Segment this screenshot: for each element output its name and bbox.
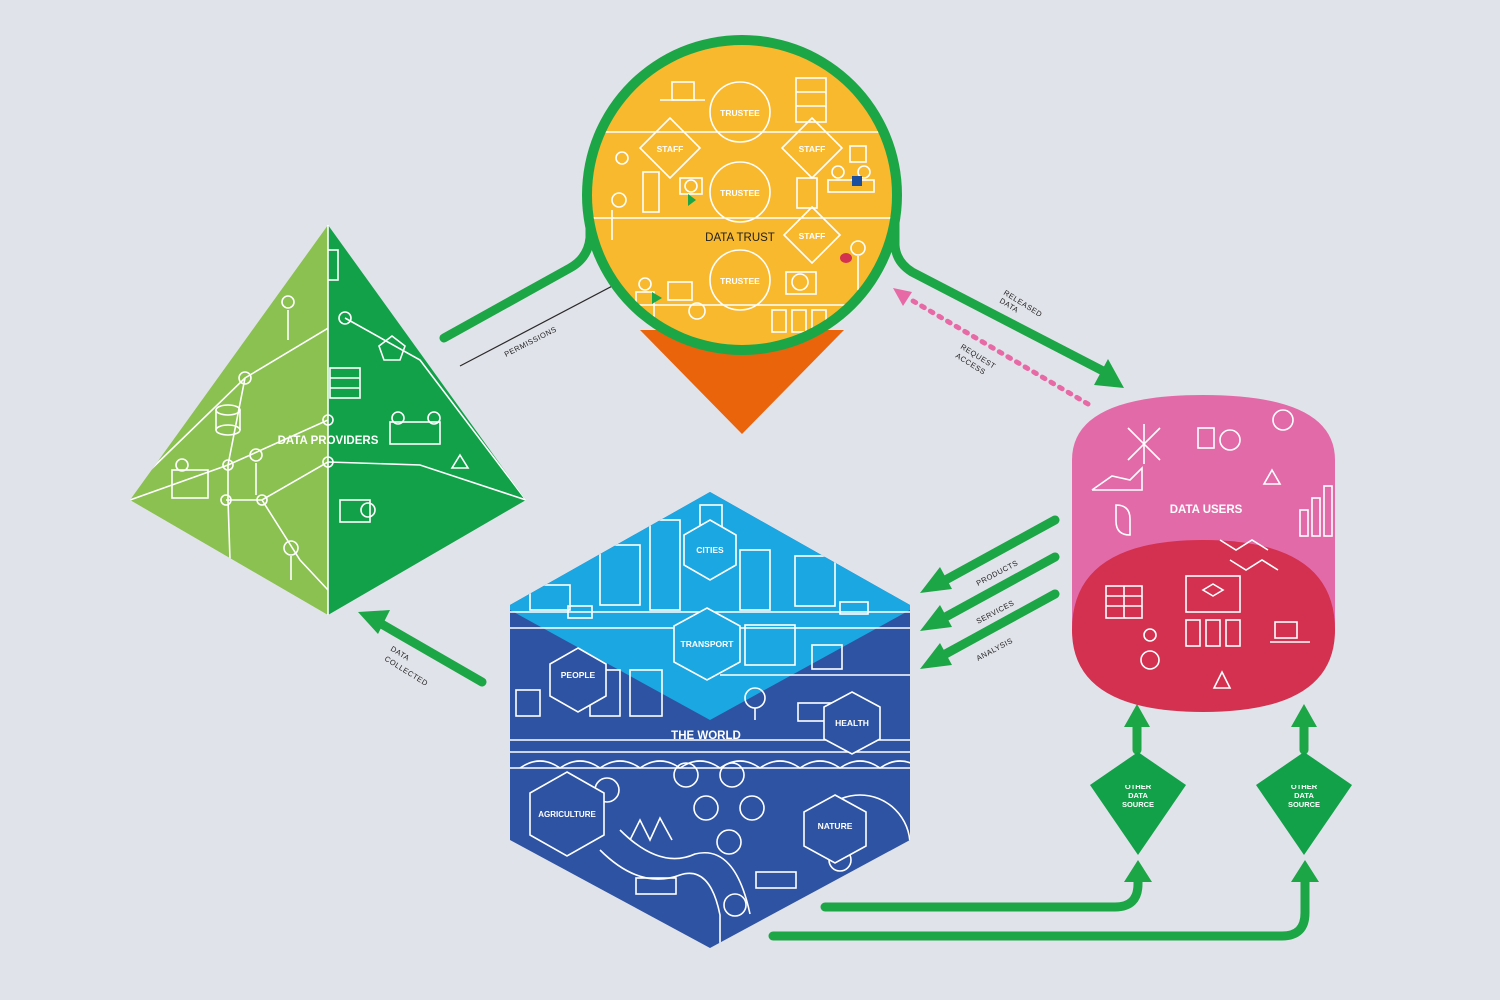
users-illustration	[1091, 409, 1333, 689]
providers-network-illustration	[130, 225, 526, 615]
request-access-arrow	[893, 288, 1091, 407]
providers-left-face	[130, 225, 328, 615]
the-world-title: THE WORLD	[671, 730, 741, 742]
source-2-line1: OTHER	[1291, 782, 1318, 791]
world-to-source-1-arrowhead	[1124, 860, 1152, 882]
staff-label-2: STAFF	[799, 144, 826, 154]
world-city-illustration	[510, 492, 910, 948]
analysis-arrow	[935, 589, 1060, 662]
products-arrowhead	[920, 567, 952, 593]
nature-label: NATURE	[818, 821, 853, 831]
source-1-line1: OTHER	[1125, 782, 1152, 791]
flow-arrowheads	[358, 359, 1319, 882]
other-data-source-2[interactable]: OTHER DATA SOURCE	[1256, 782, 1352, 855]
data-trust-title: DATA TRUST	[705, 232, 775, 244]
cities-hexagon[interactable]	[683, 519, 737, 581]
source-2-line3: SOURCE	[1288, 800, 1320, 809]
source-2-line2: DATA	[1294, 791, 1314, 800]
world-to-source-2-arrowhead	[1291, 860, 1319, 882]
health-label: HEALTH	[835, 718, 869, 728]
nature-hexagon[interactable]	[803, 794, 867, 864]
people-label: PEOPLE	[561, 670, 596, 680]
world-to-source-2-arrow	[768, 873, 1310, 941]
data-users[interactable]: DATA USERS	[1072, 395, 1335, 712]
source-1-line3: SOURCE	[1122, 800, 1154, 809]
services-arrowhead	[920, 605, 952, 631]
analysis-label: ANALYSIS	[975, 636, 1015, 663]
analysis-arrowhead	[920, 643, 952, 669]
services-arrow	[935, 552, 1060, 625]
flow-arrows	[373, 205, 1310, 941]
category-hexagons	[529, 519, 881, 864]
source-2-diamond	[1256, 785, 1352, 855]
trustee-label-2: TRUSTEE	[720, 188, 760, 198]
transport-label: TRANSPORT	[681, 639, 735, 649]
staff-label-1: STAFF	[657, 144, 684, 154]
data-collected-arrowhead	[358, 610, 390, 634]
staff-label-3: STAFF	[799, 231, 826, 241]
source-1-to-users-arrowhead	[1124, 704, 1150, 727]
world-to-source-1-arrow	[820, 873, 1143, 912]
data-users-title: DATA USERS	[1170, 504, 1243, 516]
other-data-source-1[interactable]: OTHER DATA SOURCE	[1090, 782, 1186, 855]
transport-hexagon[interactable]	[673, 607, 741, 681]
source-caps	[1090, 752, 1352, 785]
data-collected-arrow	[373, 617, 487, 687]
released-data-arrowhead	[1094, 359, 1124, 388]
providers-right-face	[328, 225, 526, 615]
trust-pin-tip	[640, 330, 844, 434]
released-data-arrow	[890, 215, 1110, 377]
cities-label: CITIES	[696, 545, 724, 555]
the-world[interactable]: CITIES TRANSPORT PEOPLE HEALTH AGRICULTU…	[510, 492, 920, 955]
data-providers[interactable]: DATA PROVIDERS	[130, 225, 526, 615]
data-providers-title: DATA PROVIDERS	[278, 435, 379, 447]
people-hexagon[interactable]	[549, 647, 607, 713]
source-2-to-users-arrowhead	[1291, 704, 1317, 727]
products-arrow	[935, 515, 1060, 588]
trustee-label-3: TRUSTEE	[720, 276, 760, 286]
health-hexagon[interactable]	[823, 691, 881, 755]
agriculture-label: AGRICULTURE	[538, 810, 596, 819]
providers-to-trust-arrow	[439, 205, 595, 343]
permissions-label: PERMISSIONS	[503, 325, 558, 359]
agriculture-hexagon[interactable]	[529, 771, 605, 857]
trustee-label-1: TRUSTEE	[720, 108, 760, 118]
source-1-line2: DATA	[1128, 791, 1148, 800]
data-trust[interactable]: TRUSTEE TRUSTEE TRUSTEE STAFF STAFF STAF…	[582, 35, 902, 434]
users-cylinder-base	[1072, 540, 1335, 712]
source-1-diamond	[1090, 785, 1186, 855]
